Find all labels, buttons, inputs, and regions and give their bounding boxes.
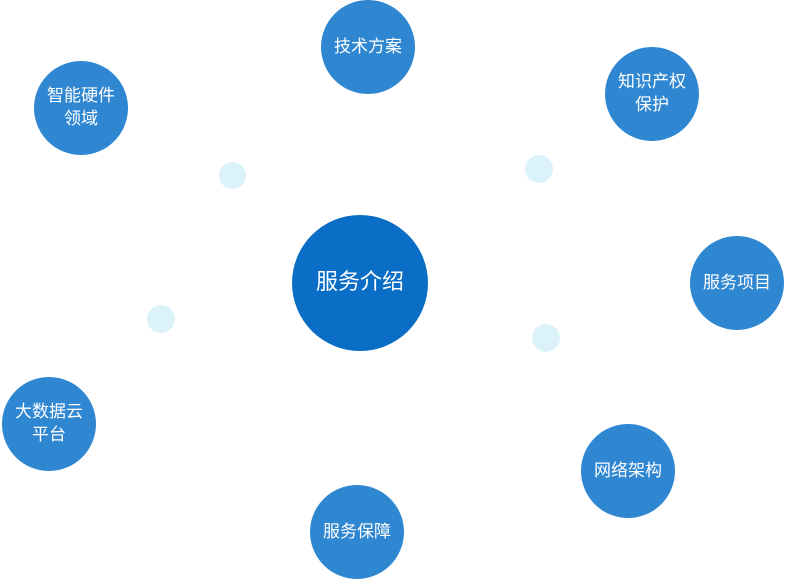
node-bigdata-cloud[interactable]: 大数据云 平台	[2, 377, 96, 471]
node-tech-solution[interactable]: 技术方案	[321, 0, 415, 94]
node-label: 网络架构	[594, 460, 662, 481]
node-ip-protection[interactable]: 知识产权 保护	[605, 47, 699, 141]
node-service-projects[interactable]: 服务项目	[690, 236, 784, 330]
decorative-dot-upper-right	[525, 155, 553, 183]
node-label: 技术方案	[334, 36, 402, 57]
node-network-architecture[interactable]: 网络架构	[581, 424, 675, 518]
node-label: 智能硬件 领域	[47, 86, 115, 129]
node-service-guarantee[interactable]: 服务保障	[310, 485, 404, 579]
node-label: 知识产权 保护	[618, 72, 686, 115]
node-label: 大数据云 平台	[15, 402, 83, 445]
node-smart-hardware[interactable]: 智能硬件 领域	[34, 61, 128, 155]
decorative-dot-upper-left	[219, 162, 246, 189]
decorative-dot-lower-left	[147, 305, 175, 333]
node-label: 服务保障	[323, 521, 391, 542]
center-node-label: 服务介绍	[315, 270, 404, 295]
decorative-dot-lower-right	[532, 324, 560, 352]
node-label: 服务项目	[703, 272, 771, 293]
center-node-service-intro[interactable]: 服务介绍	[292, 215, 428, 351]
